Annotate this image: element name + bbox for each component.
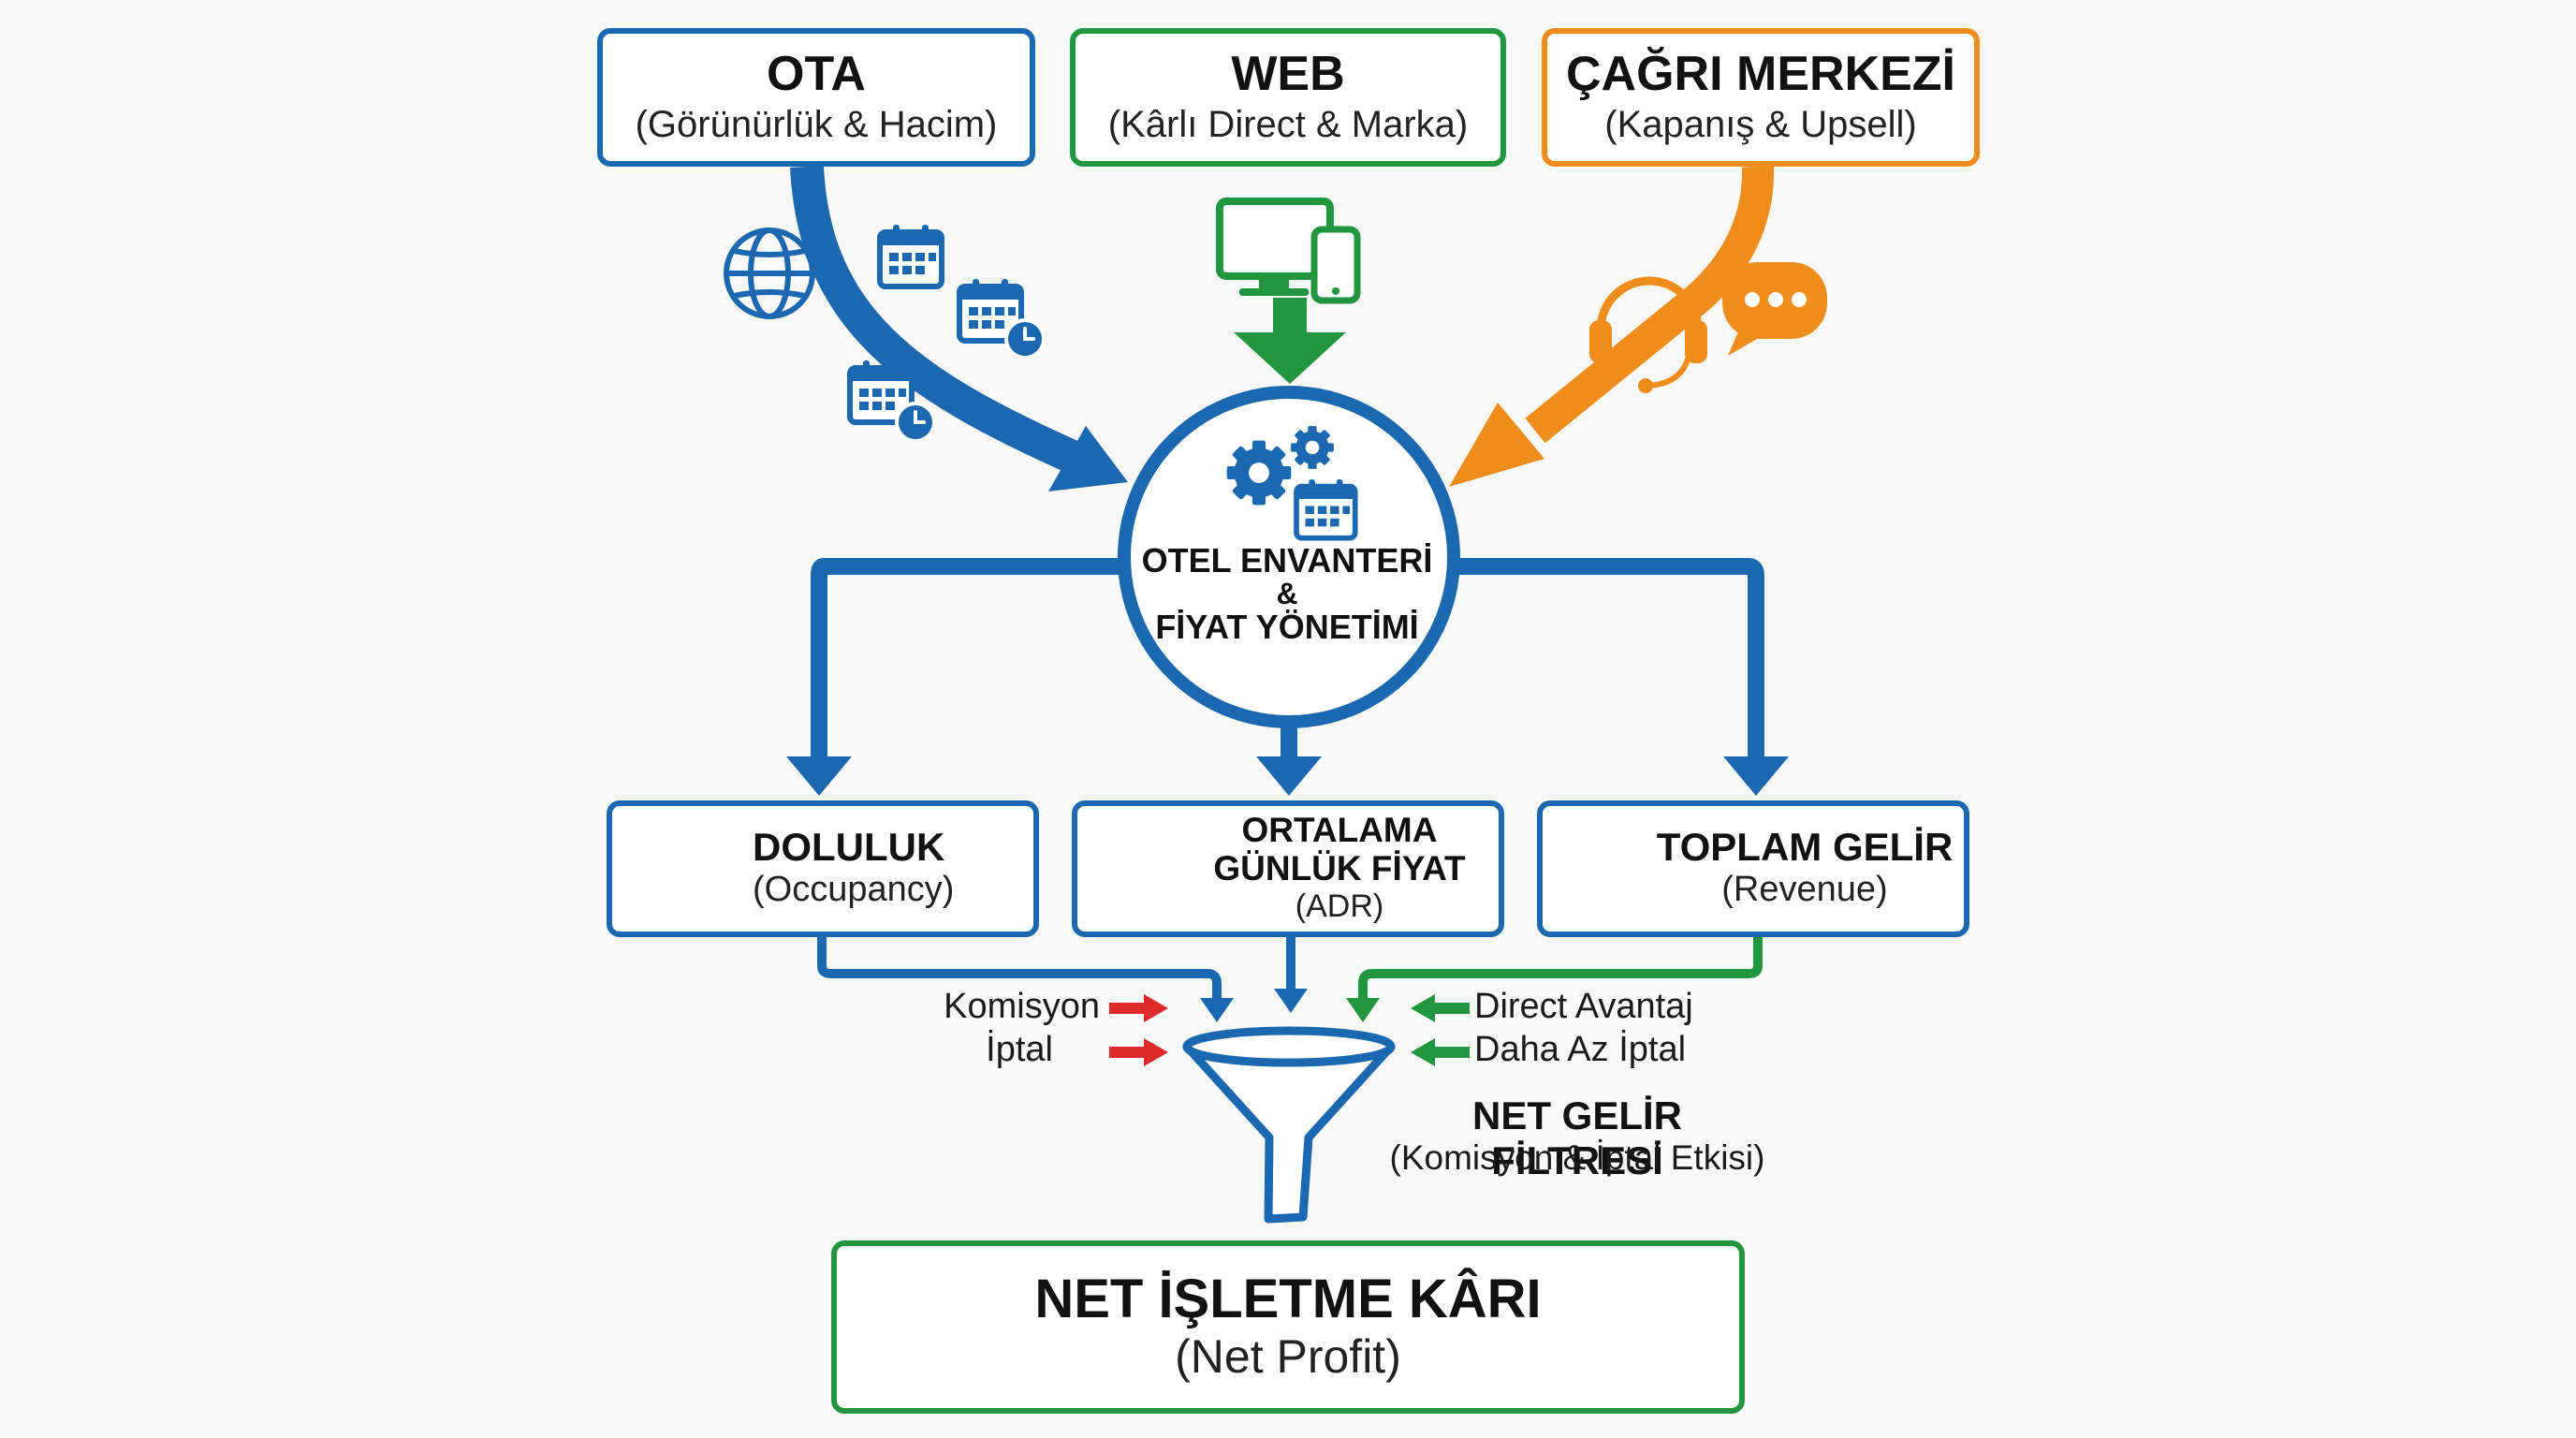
adr-title-line-2: GÜNLÜK FİYAT xyxy=(1213,848,1466,888)
adr-funnel-arrowhead xyxy=(1274,989,1308,1013)
ota-title: OTA xyxy=(767,47,866,102)
call-center-title: ÇAĞRI MERKEZİ xyxy=(1566,47,1955,102)
revenue-arrowhead xyxy=(1723,756,1789,796)
funnel-icon xyxy=(1182,1026,1396,1224)
occupancy-box: DOLULUK (Occupancy) xyxy=(607,800,1039,937)
adr-to-funnel-stem xyxy=(1286,934,1295,992)
hub-calendar-icon xyxy=(1296,479,1355,538)
net-profit-title: NET İŞLETME KÂRI xyxy=(1034,1268,1542,1329)
ota-arrowhead xyxy=(1048,426,1128,492)
call-center-subtitle: (Kapanış & Upsell) xyxy=(1604,103,1917,145)
web-title: WEB xyxy=(1231,47,1345,102)
filter-subtitle: (Komisyon & İptal Etkisi) xyxy=(1389,1138,1765,1177)
revenue-to-funnel-connector xyxy=(1358,934,1763,1005)
devices-icon xyxy=(1216,198,1361,304)
small-gear-icon xyxy=(1291,426,1334,469)
filter-title: NET GELİR FİLTRESİ xyxy=(1471,1093,1682,1182)
gears-icon xyxy=(1226,440,1292,506)
net-profit-subtitle: (Net Profit) xyxy=(1175,1330,1401,1384)
hub-line-1: OTEL ENVANTERİ xyxy=(1141,541,1433,580)
direct-advantage-arrow xyxy=(1411,994,1470,1022)
adr-title-line-1: ORTALAMA xyxy=(1241,810,1438,849)
ota-subtitle: (Görünürlük & Hacim) xyxy=(635,103,998,145)
web-source-box: WEB (Kârlı Direct & Marka) xyxy=(1070,28,1506,167)
headset-right-ear xyxy=(1685,320,1707,363)
hub-to-occupancy-connector xyxy=(811,558,1123,763)
cancellation-label: İptal xyxy=(986,1030,1053,1069)
headset-left-ear xyxy=(1589,320,1612,363)
calendar-clock-icon xyxy=(959,279,1046,360)
occupancy-funnel-arrowhead xyxy=(1200,998,1234,1022)
ota-flow-arrow xyxy=(790,166,1084,475)
chat-bubble-icon xyxy=(1722,262,1827,356)
fewer-cancellation-label: Daha Az İptal xyxy=(1474,1030,1687,1069)
occupancy-to-funnel-connector xyxy=(817,934,1222,1005)
occupancy-title: DOLULUK xyxy=(753,825,945,870)
call-arrowhead xyxy=(1449,403,1544,487)
adr-subtitle: (ADR) xyxy=(1295,888,1384,925)
adr-box: ORTALAMA GÜNLÜK FİYAT (ADR) xyxy=(1072,800,1504,937)
hub-to-adr-stem xyxy=(1281,723,1297,760)
globe-icon xyxy=(724,227,815,319)
revenue-box: TOPLAM GELİR (Revenue) xyxy=(1537,800,1969,937)
occupancy-subtitle: (Occupancy) xyxy=(753,870,955,910)
calendar-icon xyxy=(880,225,942,286)
hub-to-revenue-connector xyxy=(1451,558,1764,763)
web-subtitle: (Kârlı Direct & Marka) xyxy=(1107,103,1469,145)
occupancy-arrowhead xyxy=(786,756,852,796)
revenue-subtitle: (Revenue) xyxy=(1721,870,1888,910)
web-flow-stem xyxy=(1273,298,1307,337)
direct-advantage-label: Direct Avantaj xyxy=(1474,987,1693,1026)
call-center-source-box: ÇAĞRI MERKEZİ (Kapanış & Upsell) xyxy=(1542,28,1980,167)
adr-arrowhead xyxy=(1256,756,1322,796)
hub-circle xyxy=(1118,386,1460,728)
net-profit-box: NET İŞLETME KÂRI (Net Profit) xyxy=(831,1240,1745,1414)
commission-label: Komisyon xyxy=(944,987,1100,1026)
headset-mic xyxy=(1638,378,1653,393)
revenue-funnel-arrowhead xyxy=(1346,998,1380,1022)
hub-ampersand: & xyxy=(1276,576,1298,610)
revenue-title: TOPLAM GELİR xyxy=(1656,825,1954,870)
fewer-cancellation-arrow xyxy=(1411,1038,1470,1066)
web-arrowhead xyxy=(1234,332,1346,384)
hub-label: OTEL ENVANTERİ & FİYAT YÖNETİMİ xyxy=(1119,543,1456,645)
commission-arrow xyxy=(1109,994,1168,1022)
hub-line-2: FİYAT YÖNETİMİ xyxy=(1155,608,1419,647)
ota-source-box: OTA (Görünürlük & Hacim) xyxy=(597,28,1035,167)
cancellation-arrow xyxy=(1109,1038,1168,1066)
